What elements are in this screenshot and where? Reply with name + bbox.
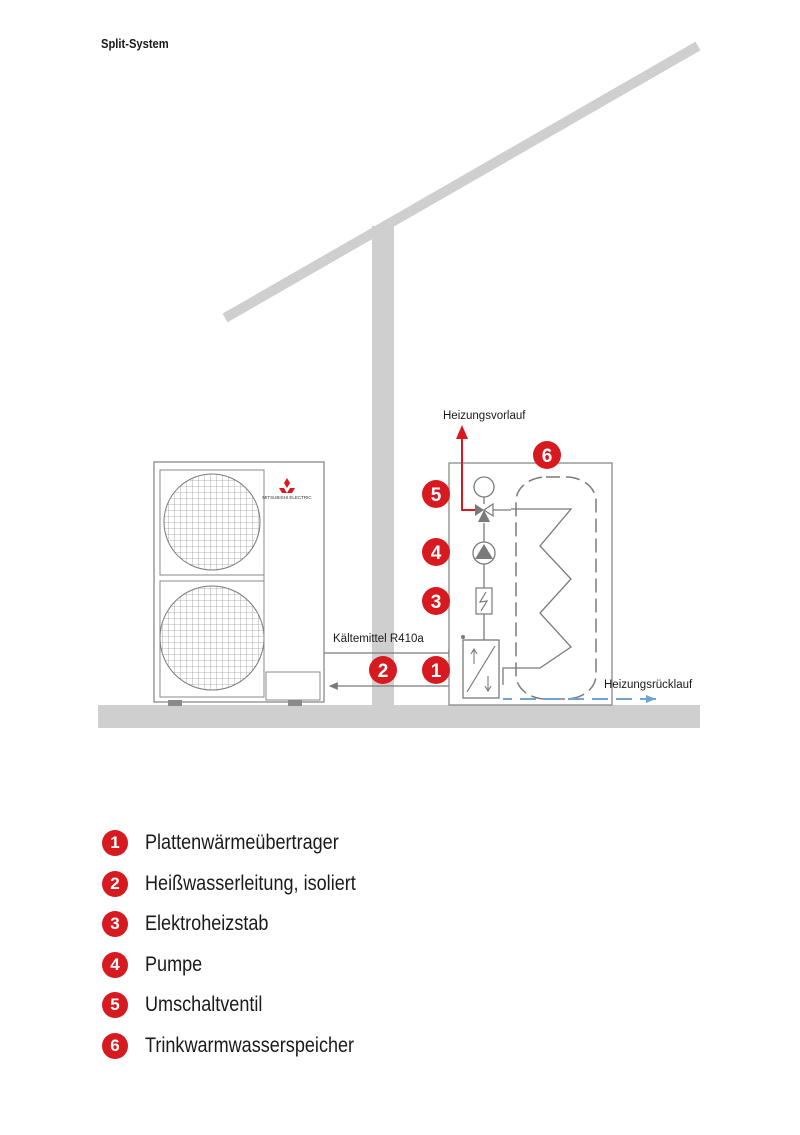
refrigerant-lines [324,649,463,690]
legend-item: 3 Elektroheizstab [102,904,390,945]
legend-item: 1 Plattenwärmeübertrager [102,823,390,864]
heating-supply-label: Heizungsvorlauf [443,410,526,422]
outdoor-unit: MITSUBISHI ELECTRIC [153,461,325,706]
marker-4: 4 [422,538,450,566]
marker-6: 6 [533,441,561,469]
refrigerant-label: Kältemittel R410a [333,633,424,645]
wall [372,226,394,706]
svg-text:3: 3 [431,592,442,613]
svg-text:4: 4 [431,543,442,564]
legend-label: Elektroheizstab [145,912,269,936]
legend-item: 4 Pumpe [102,945,390,986]
svg-text:6: 6 [542,446,553,467]
legend-number-badge: 4 [102,951,128,978]
mitsubishi-logo [279,478,295,493]
fan-top [163,473,261,571]
marker-1: 1 [422,656,450,684]
heating-return-arrow [646,695,656,703]
house-structure [98,41,701,728]
legend-number-badge: 3 [102,911,128,938]
svg-text:2: 2 [378,661,389,682]
expansion-vessel [473,476,495,498]
legend-number-badge: 5 [102,992,128,1019]
heating-supply-line [456,425,475,511]
ground [98,705,700,728]
legend-label: Plattenwärmeübertrager [145,831,339,855]
legend-item: 5 Umschaltventil [102,985,390,1026]
legend-number-badge: 2 [102,870,128,897]
pump-symbol [472,541,496,565]
marker-5: 5 [422,480,450,508]
legend-item: 2 Heißwasserleitung, isoliert [102,864,390,905]
roof [222,41,701,323]
legend-label: Trinkwarmwasserspeicher [145,1033,355,1057]
page-title: Split-System [101,36,169,51]
heater-symbol [475,587,493,615]
legend-item: 6 Trinkwarmwasserspeicher [102,1026,390,1067]
legend-number-badge: 1 [102,830,128,857]
svg-text:1: 1 [431,661,442,682]
marker-3: 3 [422,587,450,615]
brand-logo-text: MITSUBISHI ELECTRIC [262,495,312,500]
plate-heat-exchanger [461,635,500,699]
tank-coil [502,508,573,685]
split-system-diagram: MITSUBISHI ELECTRIC Kältemittel R410a [98,41,701,728]
marker-2: 2 [369,656,397,684]
svg-text:5: 5 [431,485,442,506]
legend-label: Heißwasserleitung, isoliert [145,871,356,895]
service-panel [265,671,321,701]
heating-return-label: Heizungsrücklauf [604,679,693,691]
legend-label: Pumpe [145,952,203,976]
indoor-unit [448,462,613,706]
legend: 1 Plattenwärmeübertrager 2 Heißwasserlei… [102,823,390,1066]
fan-bottom [159,585,265,691]
legend-label: Umschaltventil [145,993,263,1017]
legend-number-badge: 6 [102,1032,128,1059]
